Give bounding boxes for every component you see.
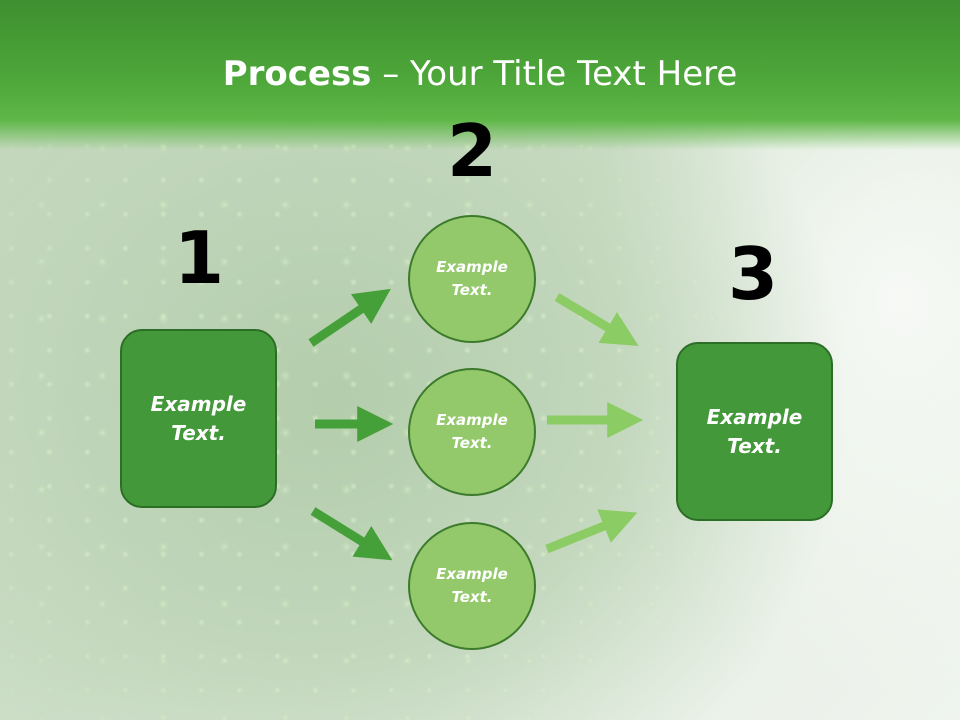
title-band — [0, 0, 960, 150]
arrow-to-circle-3 — [310, 507, 393, 561]
arrow-from-circle-3 — [545, 509, 638, 554]
step-number-3: 3 — [727, 232, 779, 316]
circle-step-3[interactable]: Example Text. — [408, 522, 536, 650]
right-step-label: Example Text. — [706, 404, 803, 458]
arrow-from-circle-1 — [554, 293, 639, 346]
title-bold: Process — [222, 54, 372, 94]
arrow-to-circle-1 — [308, 288, 391, 347]
step-number-2: 2 — [446, 109, 498, 193]
slide-title[interactable]: Process – Your Title Text Here — [0, 52, 960, 96]
left-step-box[interactable]: Example Text. — [120, 329, 277, 508]
circle-step-3-label: Example Text. — [436, 565, 508, 606]
left-step-label: Example Text. — [150, 391, 247, 445]
circle-step-1[interactable]: Example Text. — [408, 215, 536, 343]
title-rest: – Your Title Text Here — [371, 54, 738, 94]
circle-step-2-label: Example Text. — [436, 411, 508, 452]
circle-step-1-label: Example Text. — [436, 258, 508, 299]
circle-step-2[interactable]: Example Text. — [408, 368, 536, 496]
step-number-1: 1 — [173, 216, 225, 300]
right-step-box[interactable]: Example Text. — [676, 342, 833, 521]
